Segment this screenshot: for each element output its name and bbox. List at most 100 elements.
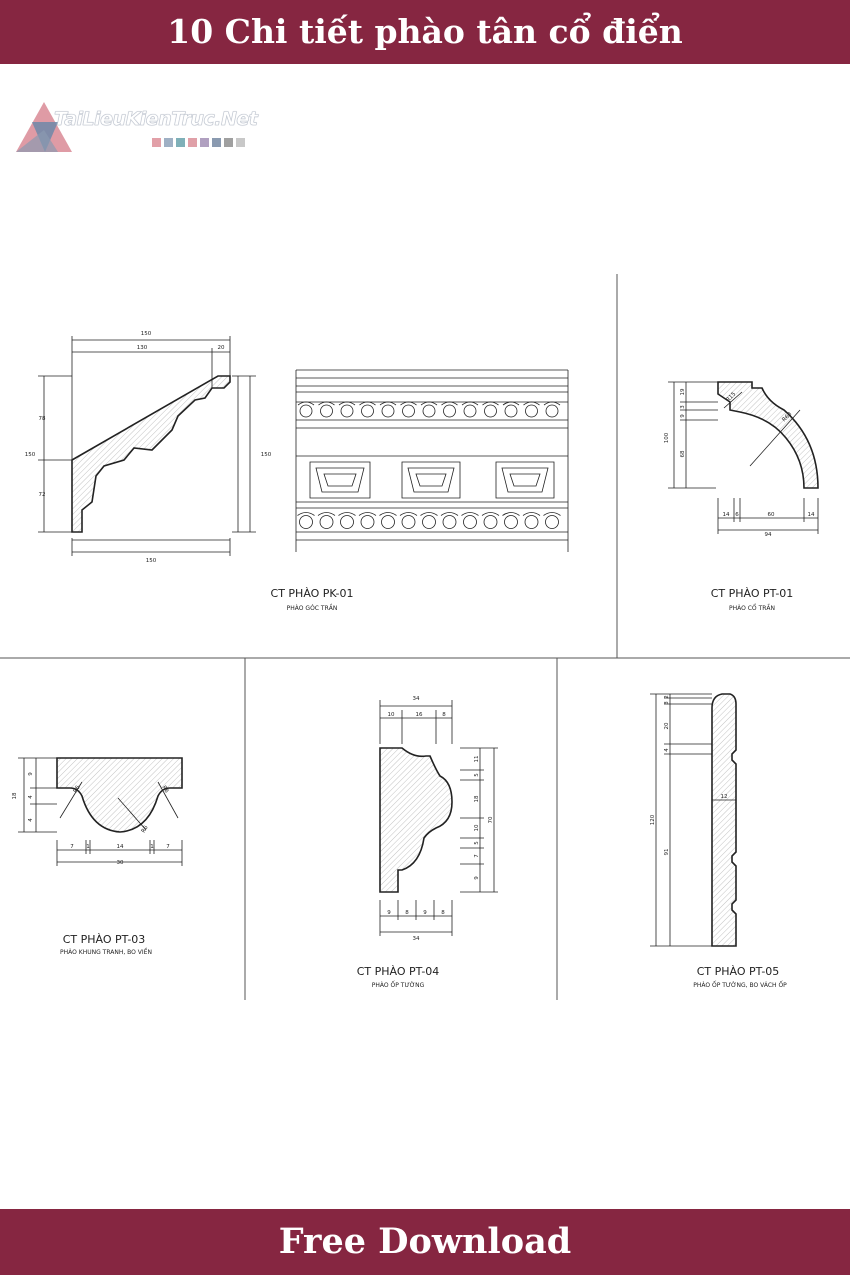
elevation-panels	[309, 461, 555, 499]
pt01-profile	[717, 381, 819, 489]
ornament-arch	[461, 401, 479, 406]
logo-dot	[200, 138, 209, 147]
detail-pt01: 100 19 3 9 68 14 6 60 14 94 R15 R68	[664, 381, 819, 538]
pk01-dim-left-upper: 78	[39, 416, 46, 422]
ornament-bead	[319, 515, 334, 529]
download-link[interactable]: Free Download	[278, 1221, 572, 1262]
pt03-dim-height: 18	[12, 792, 18, 799]
pt03-dim-h3: 4	[28, 818, 34, 822]
ornament-bead	[299, 515, 313, 529]
ornament-bead	[545, 404, 559, 418]
ornament-bead	[381, 515, 395, 529]
ornament-arch	[481, 512, 500, 516]
pt03-subtitle: PHÀO KHUNG TRANH, BO VIỀN	[60, 948, 152, 956]
ornament-bead	[463, 515, 477, 529]
pt01-dimensions	[668, 381, 819, 534]
ornament-bead	[340, 515, 354, 529]
logo-dot	[236, 138, 245, 147]
pk01-profile	[71, 375, 231, 533]
pt04-dimensions	[379, 700, 498, 936]
logo-dot	[188, 138, 197, 147]
ornament-panel	[407, 467, 455, 493]
pt05-dim-h4: 4	[664, 748, 670, 752]
ornament-panel	[309, 461, 371, 499]
elevation-bead-row-bottom	[297, 512, 561, 529]
pt04-dim-h1: 11	[474, 756, 480, 763]
pt01-dim-lower: 68	[680, 450, 686, 457]
pt01-dim-w4: 14	[808, 512, 815, 518]
pt03-dim-width: 30	[117, 860, 124, 866]
pt01-dim-width: 94	[765, 532, 772, 538]
ornament-arch	[399, 512, 418, 516]
ornament-bead	[483, 515, 498, 529]
ornament-panel	[315, 467, 365, 493]
pk01-dim-top-total: 150	[141, 331, 152, 337]
pt01-dim-mid2: 9	[680, 414, 686, 418]
pt03-dim-w1: 7	[70, 844, 74, 850]
drawing-sheet: 150 130 20 150 78 72 150 150 CT PHÀO PK-…	[0, 274, 850, 1000]
pt01-dim-w3: 60	[768, 512, 775, 518]
ornament-arch	[523, 401, 540, 406]
pk01-dim-left-lower: 72	[39, 492, 46, 498]
pt03-dim-w4: 1	[150, 844, 154, 850]
logo-dot	[164, 138, 173, 147]
pt04-dim-bottom: 34	[413, 936, 420, 942]
pt05-subtitle: PHÀO ỐP TƯỜNG, BO VÁCH ỐP	[693, 981, 787, 989]
ornament-bead	[524, 515, 539, 529]
pt04-dim-h3: 18	[474, 795, 480, 802]
pt05-dimensions	[650, 693, 736, 947]
logo-dot	[152, 138, 161, 147]
pk01-title: CT PHÀO PK-01	[271, 587, 354, 600]
pk01-subtitle: PHÀO GÓC TRẦN	[287, 604, 338, 612]
pt04-profile	[379, 747, 453, 893]
detail-pk01: 150 130 20 150 78 72 150 150	[25, 331, 272, 564]
ornament-arch	[440, 512, 459, 516]
pt03-dim-r-right: R6	[160, 785, 169, 795]
pt04-dim-h6: 7	[474, 854, 480, 858]
ornament-arch	[379, 512, 397, 516]
ornament-arch	[297, 512, 315, 516]
pt04-subtitle: PHÀO ỐP TƯỜNG	[372, 981, 425, 989]
ornament-arch	[358, 512, 377, 516]
pt05-dim-h5: 91	[664, 849, 670, 856]
ornament-arch	[379, 401, 397, 406]
ornament-arch	[522, 512, 541, 516]
pk01-dim-bottom-total: 150	[146, 558, 157, 564]
pt05-dim-h1: 2	[664, 695, 670, 699]
ornament-bead	[360, 515, 375, 529]
footer-banner[interactable]: Free Download	[0, 1209, 850, 1275]
ornament-bead	[443, 404, 456, 418]
logo-color-dots	[152, 138, 245, 147]
ornament-bead	[381, 404, 395, 418]
pk01-elevation	[295, 369, 569, 552]
pk01-dim-top-main: 130	[137, 345, 148, 351]
ornament-bead	[504, 404, 518, 418]
pt01-dim-height: 100	[664, 432, 670, 443]
pt01-dim-w1: 14	[723, 512, 730, 518]
pt04-dim-h7: 9	[474, 876, 480, 880]
pt05-dim-h2: 3	[664, 701, 670, 705]
ornament-arch	[441, 401, 458, 406]
pt03-profile	[56, 757, 183, 833]
logo-dot	[224, 138, 233, 147]
pt03-dim-w2: 1	[86, 844, 90, 850]
ornament-bead	[442, 515, 457, 529]
pt04-dim-h2: 5	[474, 773, 480, 777]
watermark-logo: TaiLieuKienTruc.Net	[14, 100, 264, 160]
elevation-egg-and-dart-top	[297, 401, 561, 418]
pt04-dim-b2: 8	[405, 910, 409, 916]
page-title: 10 Chi tiết phào tân cổ điển	[167, 12, 683, 51]
pt01-dim-top: 19	[680, 388, 686, 395]
pk01-dim-left-total: 150	[25, 452, 36, 458]
pt05-dim-thick: 12	[721, 794, 728, 800]
ornament-arch	[400, 401, 417, 406]
pt04-dim-t2: 16	[416, 712, 423, 718]
detail-pt04: 34 10 16 8 9 8 9 8 34 70 11 5 18 10 5 7 …	[379, 696, 498, 942]
detail-pt05: 120 2 3 20 4 91 12	[650, 693, 737, 947]
ornament-bead	[525, 404, 538, 418]
ornament-panel	[509, 473, 541, 487]
ornament-panel	[401, 461, 461, 499]
pt03-dim-h1: 9	[28, 772, 34, 776]
ornament-arch	[461, 512, 479, 516]
pt04-dim-height: 70	[488, 816, 494, 823]
